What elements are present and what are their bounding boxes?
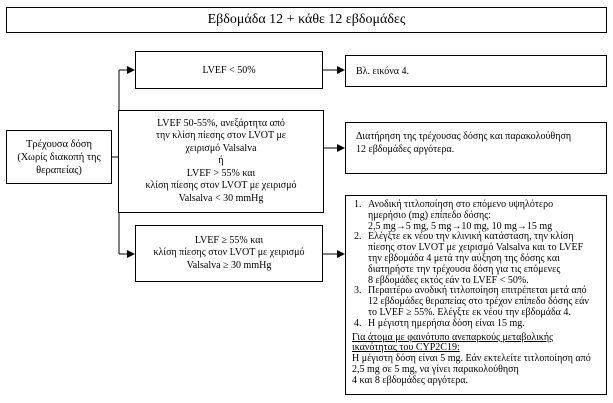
condition2-line6: κλίση πίεσης στον LVOT με χειρισμό bbox=[145, 180, 297, 192]
list-item-line: Ανοδική τιτλοποίηση στο επόμενο υψηλότερ… bbox=[368, 199, 554, 210]
list-item-line: 8 εβδομάδες εκτός εάν το LVEF < 50%. bbox=[368, 274, 529, 286]
condition2-line4: ή bbox=[218, 155, 224, 167]
condition2-line1: LVEF 50-55%, ανεξάρτητα από bbox=[157, 117, 285, 129]
uptitration-steps-list: 1. Ανοδική τιτλοποίηση στο επόμενο υψηλό… bbox=[352, 199, 600, 330]
list-item-line: 12 εβδομάδες θεραπείας στο τρέχον επίπεδ… bbox=[368, 296, 589, 308]
action-box-uptitrate: 1. Ανοδική τιτλοποίηση στο επόμενο υψηλό… bbox=[345, 195, 607, 395]
list-item-line: Η μέγιστη ημερήσια δόση είναι 15 mg. bbox=[368, 317, 525, 329]
list-item-number: 2. bbox=[354, 231, 362, 243]
cyp2c19-heading-line1: Για άτομα με φαινότυπο ανεπαρκούς μεταβο… bbox=[352, 331, 554, 343]
page-title: Εβδομάδα 12 + κάθε 12 εβδομάδες bbox=[6, 7, 607, 33]
condition1-text: LVEF < 50% bbox=[202, 64, 256, 76]
condition3-line3: Valsalva ≥ 30 mmHg bbox=[186, 259, 272, 271]
list-item-line: Περαιτέρω ανοδική τιτλοποίηση επιτρέπετα… bbox=[368, 285, 587, 297]
list-item-line: το LVEF ≥ 55%. Ελέγξτε εκ νέου την εβδομ… bbox=[368, 306, 571, 318]
action-box-see-figure-4: Βλ. εικόνα 4. bbox=[345, 55, 607, 87]
cyp2c19-line3: 4 και 8 εβδομάδες αργότερα. bbox=[352, 374, 468, 386]
cyp2c19-heading-line2: ικανότητας του CYP2C19: bbox=[352, 342, 460, 354]
list-item: 2. Ελέγξτε εκ νέου την κλινική κατάσταση… bbox=[352, 232, 600, 286]
condition3-line2: κλίση πίεσης στον LVOT με χειρισμό bbox=[153, 247, 305, 259]
cyp2c19-line1: Η μέγιστη δόση είναι 5 mg. Εάν εκτελείτε… bbox=[352, 353, 591, 365]
title-text: Εβδομάδα 12 + κάθε 12 εβδομάδες bbox=[207, 12, 406, 27]
condition2-line7: Valsalva < 30 mmHg bbox=[178, 192, 264, 204]
list-item: 1. Ανοδική τιτλοποίηση στο επόμενο υψηλό… bbox=[352, 199, 600, 232]
action1-text: Βλ. εικόνα 4. bbox=[356, 66, 409, 77]
start-box-line3: θεραπείας) bbox=[36, 164, 82, 176]
start-box-current-dose: Τρέχουσα δόση (Χωρίς διακοπή της θεραπεί… bbox=[6, 130, 112, 184]
cyp2c19-note: Για άτομα με φαινότυπο ανεπαρκούς μεταβο… bbox=[352, 331, 600, 387]
list-item: 3. Περαιτέρω ανοδική τιτλοποίηση επιτρέπ… bbox=[352, 286, 600, 318]
condition-box-lvef-below-50: LVEF < 50% bbox=[135, 51, 323, 89]
list-item-number: 4. bbox=[354, 317, 362, 329]
list-item-line: Ελέγξτε εκ νέου την κλινική κατάσταση, τ… bbox=[368, 231, 574, 243]
list-item-line: πίεσης στον LVOT με χειρισμό Valsalva κα… bbox=[368, 242, 584, 254]
cyp2c19-line2: 2,5 mg σε 5 mg, να γίνει παρακολούθηση bbox=[352, 363, 519, 375]
list-item-number: 3. bbox=[354, 285, 362, 297]
condition2-line2: την κλίση πίεσης στον LVOT με bbox=[155, 130, 287, 142]
condition-box-lvef-55-gradient-30: LVEF ≥ 55% και κλίση πίεσης στον LVOT με… bbox=[135, 225, 323, 282]
list-item-line: ημερήσιο (mg) επίπεδο δόσης: bbox=[368, 209, 491, 221]
list-item-line: 2,5 mg→5 mg, 5 mg→10 mg, 10 mg→15 mg bbox=[368, 220, 553, 232]
condition3-line1: LVEF ≥ 55% και bbox=[194, 234, 264, 246]
action2-line1: Διατήρηση της τρέχουσας δόσης και παρακο… bbox=[356, 131, 572, 142]
list-item-line: διατηρήστε την τρέχουσα δόση για τις επό… bbox=[368, 263, 561, 275]
list-item-line: την εβδομάδα 4 μετά την αύξηση της δόσης… bbox=[368, 252, 560, 264]
condition-box-lvef-50-55: LVEF 50-55%, ανεξάρτητα από την κλίση πί… bbox=[118, 110, 324, 213]
condition2-line3: χειρισμό Valsalva bbox=[185, 142, 257, 154]
start-box-line2: (Χωρίς διακοπή της bbox=[17, 151, 101, 163]
action-box-maintain-dose: Διατήρηση της τρέχουσας δόσης και παρακο… bbox=[345, 122, 607, 174]
list-item: 4. Η μέγιστη ημερήσια δόση είναι 15 mg. bbox=[352, 317, 600, 330]
list-item-number: 1. bbox=[354, 199, 362, 210]
start-box-line1: Τρέχουσα δόση bbox=[25, 138, 93, 150]
action2-line2: 12 εβδομάδες αργότερα. bbox=[356, 143, 455, 155]
condition2-line5: LVEF > 55% και bbox=[186, 167, 256, 179]
